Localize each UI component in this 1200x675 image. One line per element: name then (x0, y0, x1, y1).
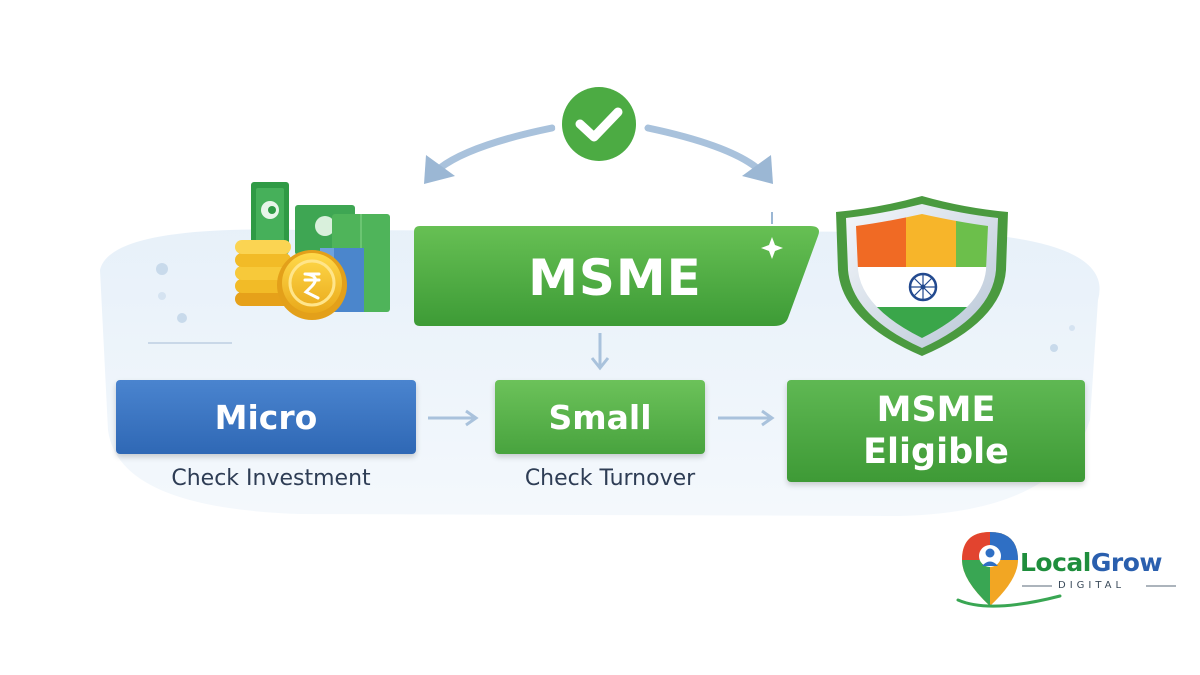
curve-arrow-right-head (742, 155, 773, 184)
money-coins-icon (235, 182, 390, 312)
check-investment-caption: Check Investment (171, 466, 371, 491)
arrow-small-to-eligible (718, 409, 775, 427)
curve-arrow-left-head (424, 155, 455, 184)
brand-name: LocalGrow (1020, 548, 1163, 577)
curve-arrow-left (436, 124, 556, 172)
arrow-micro-to-small (428, 409, 479, 427)
rupee-coin-icon (277, 250, 347, 320)
brand-subtitle: DIGITAL (1058, 580, 1126, 591)
down-arrow-head (590, 357, 610, 371)
eligible-label-line2: Eligible (863, 432, 1009, 472)
brand-name-local: Local (1020, 548, 1091, 577)
india-flag-shield-icon (836, 196, 1008, 356)
sparkle-icon (761, 212, 783, 259)
micro-step-box: Micro (116, 380, 416, 454)
brand-name-grow: Grow (1090, 548, 1163, 577)
eligible-label-line1: MSME (876, 390, 996, 430)
msme-banner-shape (414, 226, 819, 326)
localgrow-logo-icon (956, 532, 1176, 608)
micro-step-label: Micro (214, 397, 318, 437)
small-step-box: Small (495, 380, 705, 454)
check-turnover-caption: Check Turnover (524, 466, 696, 491)
curve-arrow-right (644, 124, 761, 172)
check-circle-icon (555, 81, 643, 169)
msme-eligible-box: MSME Eligible (787, 380, 1085, 482)
msme-banner-label: MSME (528, 249, 702, 307)
small-step-label: Small (548, 397, 652, 437)
